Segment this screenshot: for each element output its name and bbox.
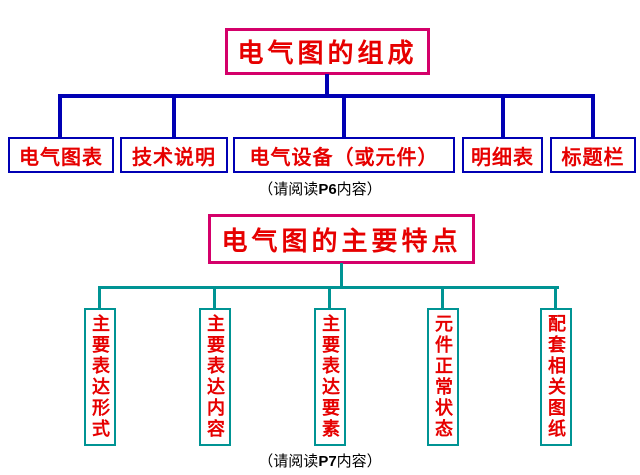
composition-child-box: 明细表 — [462, 137, 543, 173]
composition-note-page: P6 — [318, 181, 337, 198]
features-connector-title-drop — [340, 263, 343, 286]
composition-child-label: 电气图表 — [19, 146, 103, 169]
features-child-label: 主要表达形式 — [90, 314, 110, 440]
composition-connector-drop-2 — [172, 97, 176, 137]
composition-connector-drop-4 — [501, 97, 505, 137]
composition-connector-drop-1 — [58, 97, 62, 137]
features-child-box: 配套相关图纸 — [540, 308, 572, 446]
composition-connector-drop-5 — [591, 97, 595, 137]
composition-child-label: 技术说明 — [132, 146, 216, 169]
features-connector-drop-3 — [328, 289, 331, 308]
composition-child-label: 明细表 — [471, 146, 534, 169]
features-connector-drop-5 — [554, 289, 557, 308]
composition-child-box: 技术说明 — [120, 137, 228, 173]
composition-child-label: 标题栏 — [561, 146, 625, 169]
composition-child-box: 电气图表 — [8, 137, 114, 173]
features-title: 电气图的主要特点 — [221, 225, 462, 256]
features-child-box: 主要表达形式 — [84, 308, 116, 446]
features-note: （请阅读P7内容） — [0, 450, 640, 471]
features-connector-drop-2 — [213, 289, 216, 308]
features-child-label: 主要表达内容 — [205, 314, 225, 440]
features-note-page: P7 — [318, 453, 337, 470]
composition-title: 电气图的组成 — [237, 38, 418, 68]
features-child-box: 主要表达内容 — [199, 308, 231, 446]
composition-connector-horizontal — [58, 94, 595, 98]
features-connector-drop-1 — [98, 289, 101, 308]
features-child-label: 主要表达要素 — [320, 314, 340, 440]
features-child-label: 元件正常状态 — [433, 314, 453, 440]
composition-child-label: 电气设备（或元件） — [249, 146, 439, 169]
features-note-suffix: 内容） — [336, 453, 382, 470]
composition-child-box: 标题栏 — [550, 137, 636, 173]
composition-connector-drop-3 — [342, 97, 346, 137]
features-note-prefix: （请阅读 — [258, 453, 319, 470]
features-connector-horizontal — [98, 286, 559, 289]
composition-title-box: 电气图的组成 — [225, 28, 430, 75]
composition-child-box: 电气设备（或元件） — [233, 137, 455, 173]
features-child-box: 主要表达要素 — [314, 308, 346, 446]
features-connector-drop-4 — [441, 289, 444, 308]
features-child-label: 配套相关图纸 — [546, 314, 566, 440]
composition-connector-title-drop — [325, 74, 329, 95]
features-title-box: 电气图的主要特点 — [208, 214, 475, 264]
composition-note: （请阅读P6内容） — [0, 178, 640, 199]
features-child-box: 元件正常状态 — [427, 308, 459, 446]
composition-note-prefix: （请阅读 — [258, 181, 319, 198]
composition-note-suffix: 内容） — [336, 181, 382, 198]
